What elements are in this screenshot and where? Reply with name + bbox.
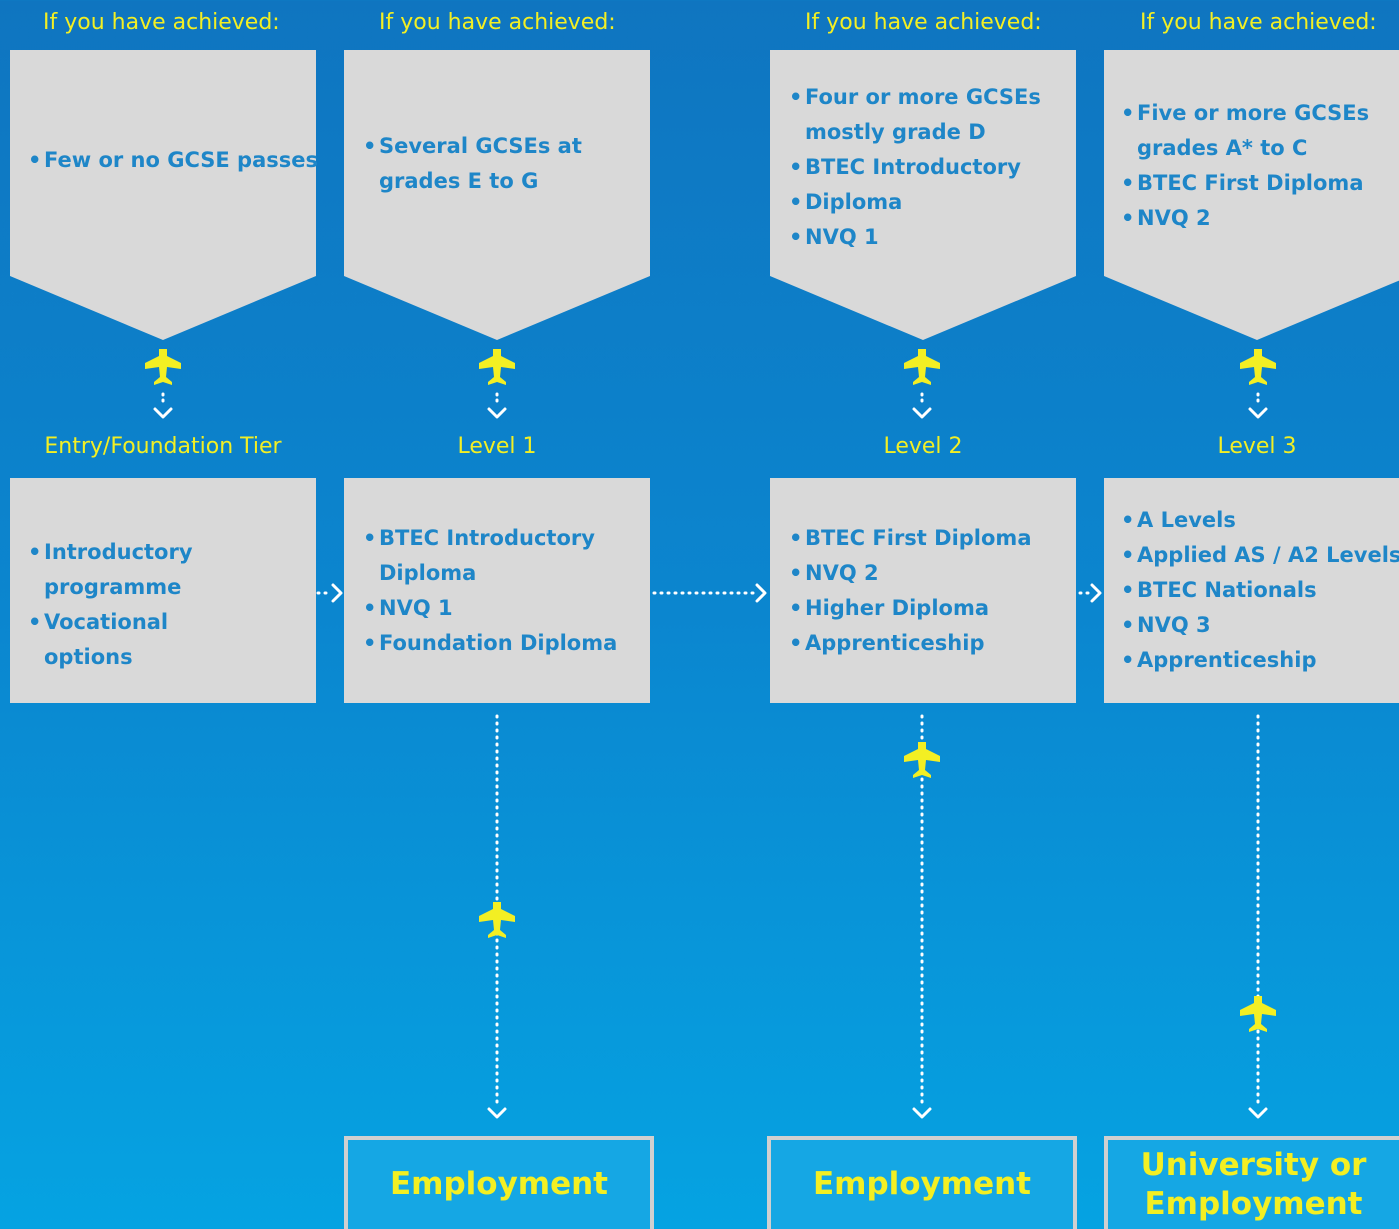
achievement-list-1: Few or no GCSE passes — [28, 143, 318, 178]
achievement-list-4: Five or more GCSEs grades A* to C BTEC F… — [1121, 96, 1381, 236]
achievement-item: Four or more GCSEs mostly grade D — [789, 80, 1054, 150]
achieved-heading-2: If you have achieved: — [379, 10, 616, 35]
qualification-box-2: BTEC Introductory Diploma NVQ 1 Foundati… — [344, 478, 650, 703]
achievement-item: Five or more GCSEs grades A* to C — [1121, 96, 1381, 166]
qualification-item: BTEC Introductory Diploma — [363, 521, 643, 591]
achievement-item: Several GCSEs at grades E to G — [363, 129, 603, 199]
achievement-item: Diploma — [789, 185, 1054, 220]
outcome-box-3: Employment — [767, 1136, 1077, 1229]
achievement-item: NVQ 2 — [1121, 201, 1381, 236]
qualification-item: NVQ 2 — [789, 556, 1069, 591]
qualification-item: NVQ 1 — [363, 591, 643, 626]
qualification-box-4: A Levels Applied AS / A2 Levels BTEC Nat… — [1104, 478, 1399, 703]
tier-label-4: Level 3 — [1217, 434, 1297, 459]
qualification-list-3: BTEC First Diploma NVQ 2 Higher Diploma … — [789, 521, 1069, 661]
plane-icon — [479, 902, 515, 938]
tier-label-2: Level 1 — [457, 434, 537, 459]
qualification-item: Higher Diploma — [789, 591, 1069, 626]
chevron-down-icon — [1248, 407, 1268, 419]
qualification-item: Introductory programme — [28, 535, 258, 605]
outcome-box-4: University or Employment — [1104, 1136, 1399, 1229]
qualification-item: NVQ 3 — [1121, 608, 1399, 643]
qualification-item: Applied AS / A2 Levels — [1121, 538, 1399, 573]
chevron-right-icon — [755, 583, 767, 603]
chevron-right-icon — [331, 583, 343, 603]
achievement-list-3: Four or more GCSEs mostly grade D BTEC I… — [789, 80, 1054, 255]
qualification-item: BTEC First Diploma — [789, 521, 1069, 556]
achieved-heading-3: If you have achieved: — [805, 10, 1042, 35]
plane-icon — [1240, 996, 1276, 1032]
achievement-item: BTEC First Diploma — [1121, 166, 1381, 201]
chevron-down-icon — [487, 407, 507, 419]
achieved-heading-1: If you have achieved: — [43, 10, 280, 35]
chevron-down-icon — [153, 407, 173, 419]
qualification-item: Foundation Diploma — [363, 626, 643, 661]
chevron-down-icon — [1248, 1107, 1268, 1119]
qualification-item: Apprenticeship — [789, 626, 1069, 661]
plane-icon — [1240, 349, 1276, 385]
qualification-item: BTEC Nationals — [1121, 573, 1399, 608]
qualification-item: A Levels — [1121, 503, 1399, 538]
qualification-item: Vocational options — [28, 605, 258, 675]
achievement-card-1 — [10, 50, 316, 340]
qualification-list-2: BTEC Introductory Diploma NVQ 1 Foundati… — [363, 521, 643, 661]
chevron-right-icon — [1090, 583, 1102, 603]
achieved-heading-4: If you have achieved: — [1140, 10, 1377, 35]
plane-icon — [145, 349, 181, 385]
qualification-item: Apprenticeship — [1121, 643, 1399, 678]
tier-label-1: Entry/Foundation Tier — [44, 434, 282, 459]
qualification-list-4: A Levels Applied AS / A2 Levels BTEC Nat… — [1121, 503, 1399, 678]
achievement-item: BTEC Introductory — [789, 150, 1054, 185]
achievement-item: Few or no GCSE passes — [28, 143, 318, 178]
plane-icon — [904, 742, 940, 778]
chevron-down-icon — [912, 407, 932, 419]
achievement-list-2: Several GCSEs at grades E to G — [363, 129, 603, 199]
qualification-box-1: Introductory programme Vocational option… — [10, 478, 316, 703]
plane-icon — [904, 349, 940, 385]
plane-icon — [479, 349, 515, 385]
chevron-down-icon — [487, 1107, 507, 1119]
qualification-list-1: Introductory programme Vocational option… — [28, 535, 258, 675]
tier-label-3: Level 2 — [883, 434, 963, 459]
achievement-item: NVQ 1 — [789, 220, 1054, 255]
qualification-box-3: BTEC First Diploma NVQ 2 Higher Diploma … — [770, 478, 1076, 703]
chevron-down-icon — [912, 1107, 932, 1119]
outcome-box-2: Employment — [344, 1136, 654, 1229]
